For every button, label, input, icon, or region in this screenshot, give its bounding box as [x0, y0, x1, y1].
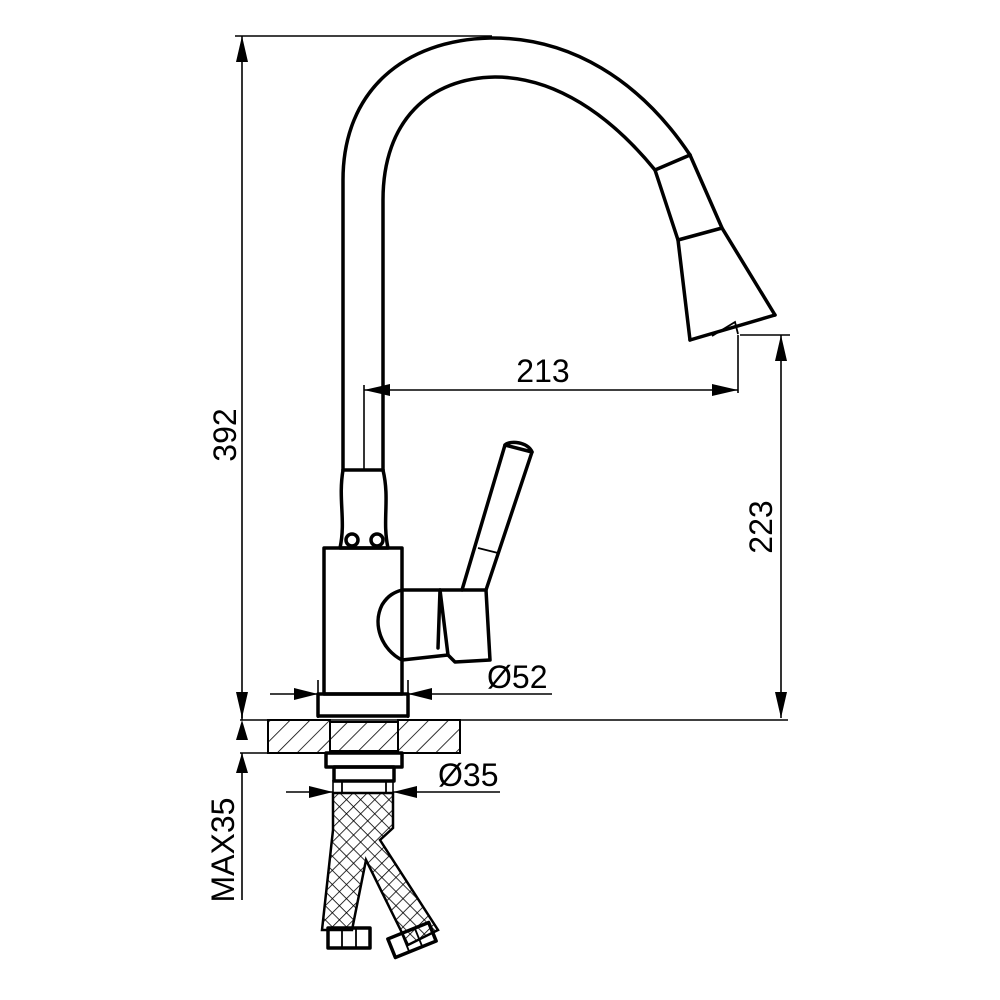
dimension-label-d35: Ø35: [438, 757, 498, 793]
spray-head: [653, 153, 777, 342]
dimension-mount-hole: Ø35: [286, 757, 500, 800]
mounting-shank: [324, 751, 404, 794]
dimension-label-d52: Ø52: [487, 659, 547, 695]
dimension-label-max35: MAX35: [205, 798, 241, 903]
lever-handle: [460, 440, 534, 592]
dimension-label-392: 392: [207, 408, 243, 461]
dimension-label-213: 213: [516, 353, 569, 389]
dimension-base-diameter: Ø52: [270, 659, 552, 718]
dimension-countertop-thickness: MAX35: [205, 710, 248, 902]
dimension-spout-reach: 213: [363, 335, 739, 470]
faucet-body: [316, 546, 410, 718]
spout-collar: [338, 468, 390, 550]
dimension-label-223: 223: [743, 500, 779, 553]
cartridge-housing: [376, 588, 492, 664]
supply-hoses: [320, 791, 440, 960]
dimension-total-height: 392: [207, 35, 492, 718]
dimension-spout-height: 223: [740, 334, 790, 718]
spout: [341, 36, 692, 472]
countertop-section: [240, 719, 788, 754]
